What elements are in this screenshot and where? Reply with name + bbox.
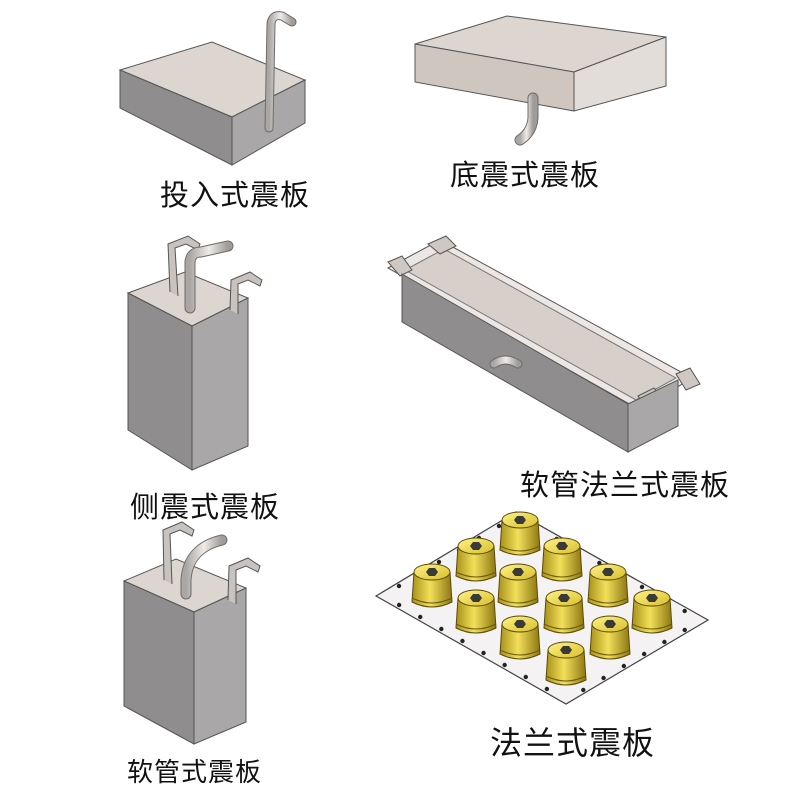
transducer [497,563,539,608]
bolt-hole [597,560,602,566]
caption-hose-flange: 软管法兰式震板 [520,468,731,502]
bolt-hole [544,686,550,692]
side-vibration-plate-drawing [126,235,263,471]
transducer [543,589,585,634]
bolt-hole [621,663,627,669]
transducer-array [411,511,673,686]
bolt-hole [436,559,442,565]
transducer [455,537,497,582]
transducer [499,615,541,660]
caption-hose: 软管式震板 [127,758,263,788]
transducer [499,511,541,556]
bolt-hole [682,627,687,633]
box-side [573,36,667,112]
bolt-hole [460,638,465,644]
hose-flange-vibration-plate-drawing [386,235,701,453]
transducer [631,589,673,634]
caption-flange: 法兰式震板 [490,724,656,762]
transducer [541,537,583,582]
bottom-vibration-plate-drawing [414,15,667,146]
bolt-hole [581,687,586,693]
flange-inner [403,248,678,401]
bolt-hole [439,626,444,632]
bolt-hole [502,662,507,668]
box-side [627,379,679,453]
transducer [545,641,587,686]
bolt-hole [601,675,606,681]
bolt-hole [396,602,402,608]
bolt-hole [641,651,647,657]
hanging-bracket-left [162,521,195,585]
caption-bottom: 底震式震板 [450,158,601,192]
hanging-bracket-right [229,271,263,314]
caption-side: 侧震式震板 [130,490,281,524]
tab-right [675,367,701,391]
bolt-hole [396,583,402,589]
transducer [455,589,497,634]
tab-left [387,255,413,277]
immersion-vibration-plate-drawing [118,11,307,166]
bolt-hole [418,614,423,620]
hose-vibration-plate-drawing [122,521,261,745]
bolt-hole [496,523,502,529]
bolt-hole [481,650,486,656]
flange-vibration-plate-drawing [374,511,710,705]
transducer [589,615,631,660]
bolt-hole [523,674,528,680]
bolt-hole [662,639,667,645]
hanging-bracket-right [227,557,261,604]
transducer [587,563,629,608]
box-side [191,297,249,471]
transducer [411,563,453,608]
box-side [193,587,247,745]
tab-top [427,235,457,255]
bolt-hole [682,608,687,614]
bolt-hole [639,584,645,590]
caption-immersion: 投入式震板 [160,178,311,212]
